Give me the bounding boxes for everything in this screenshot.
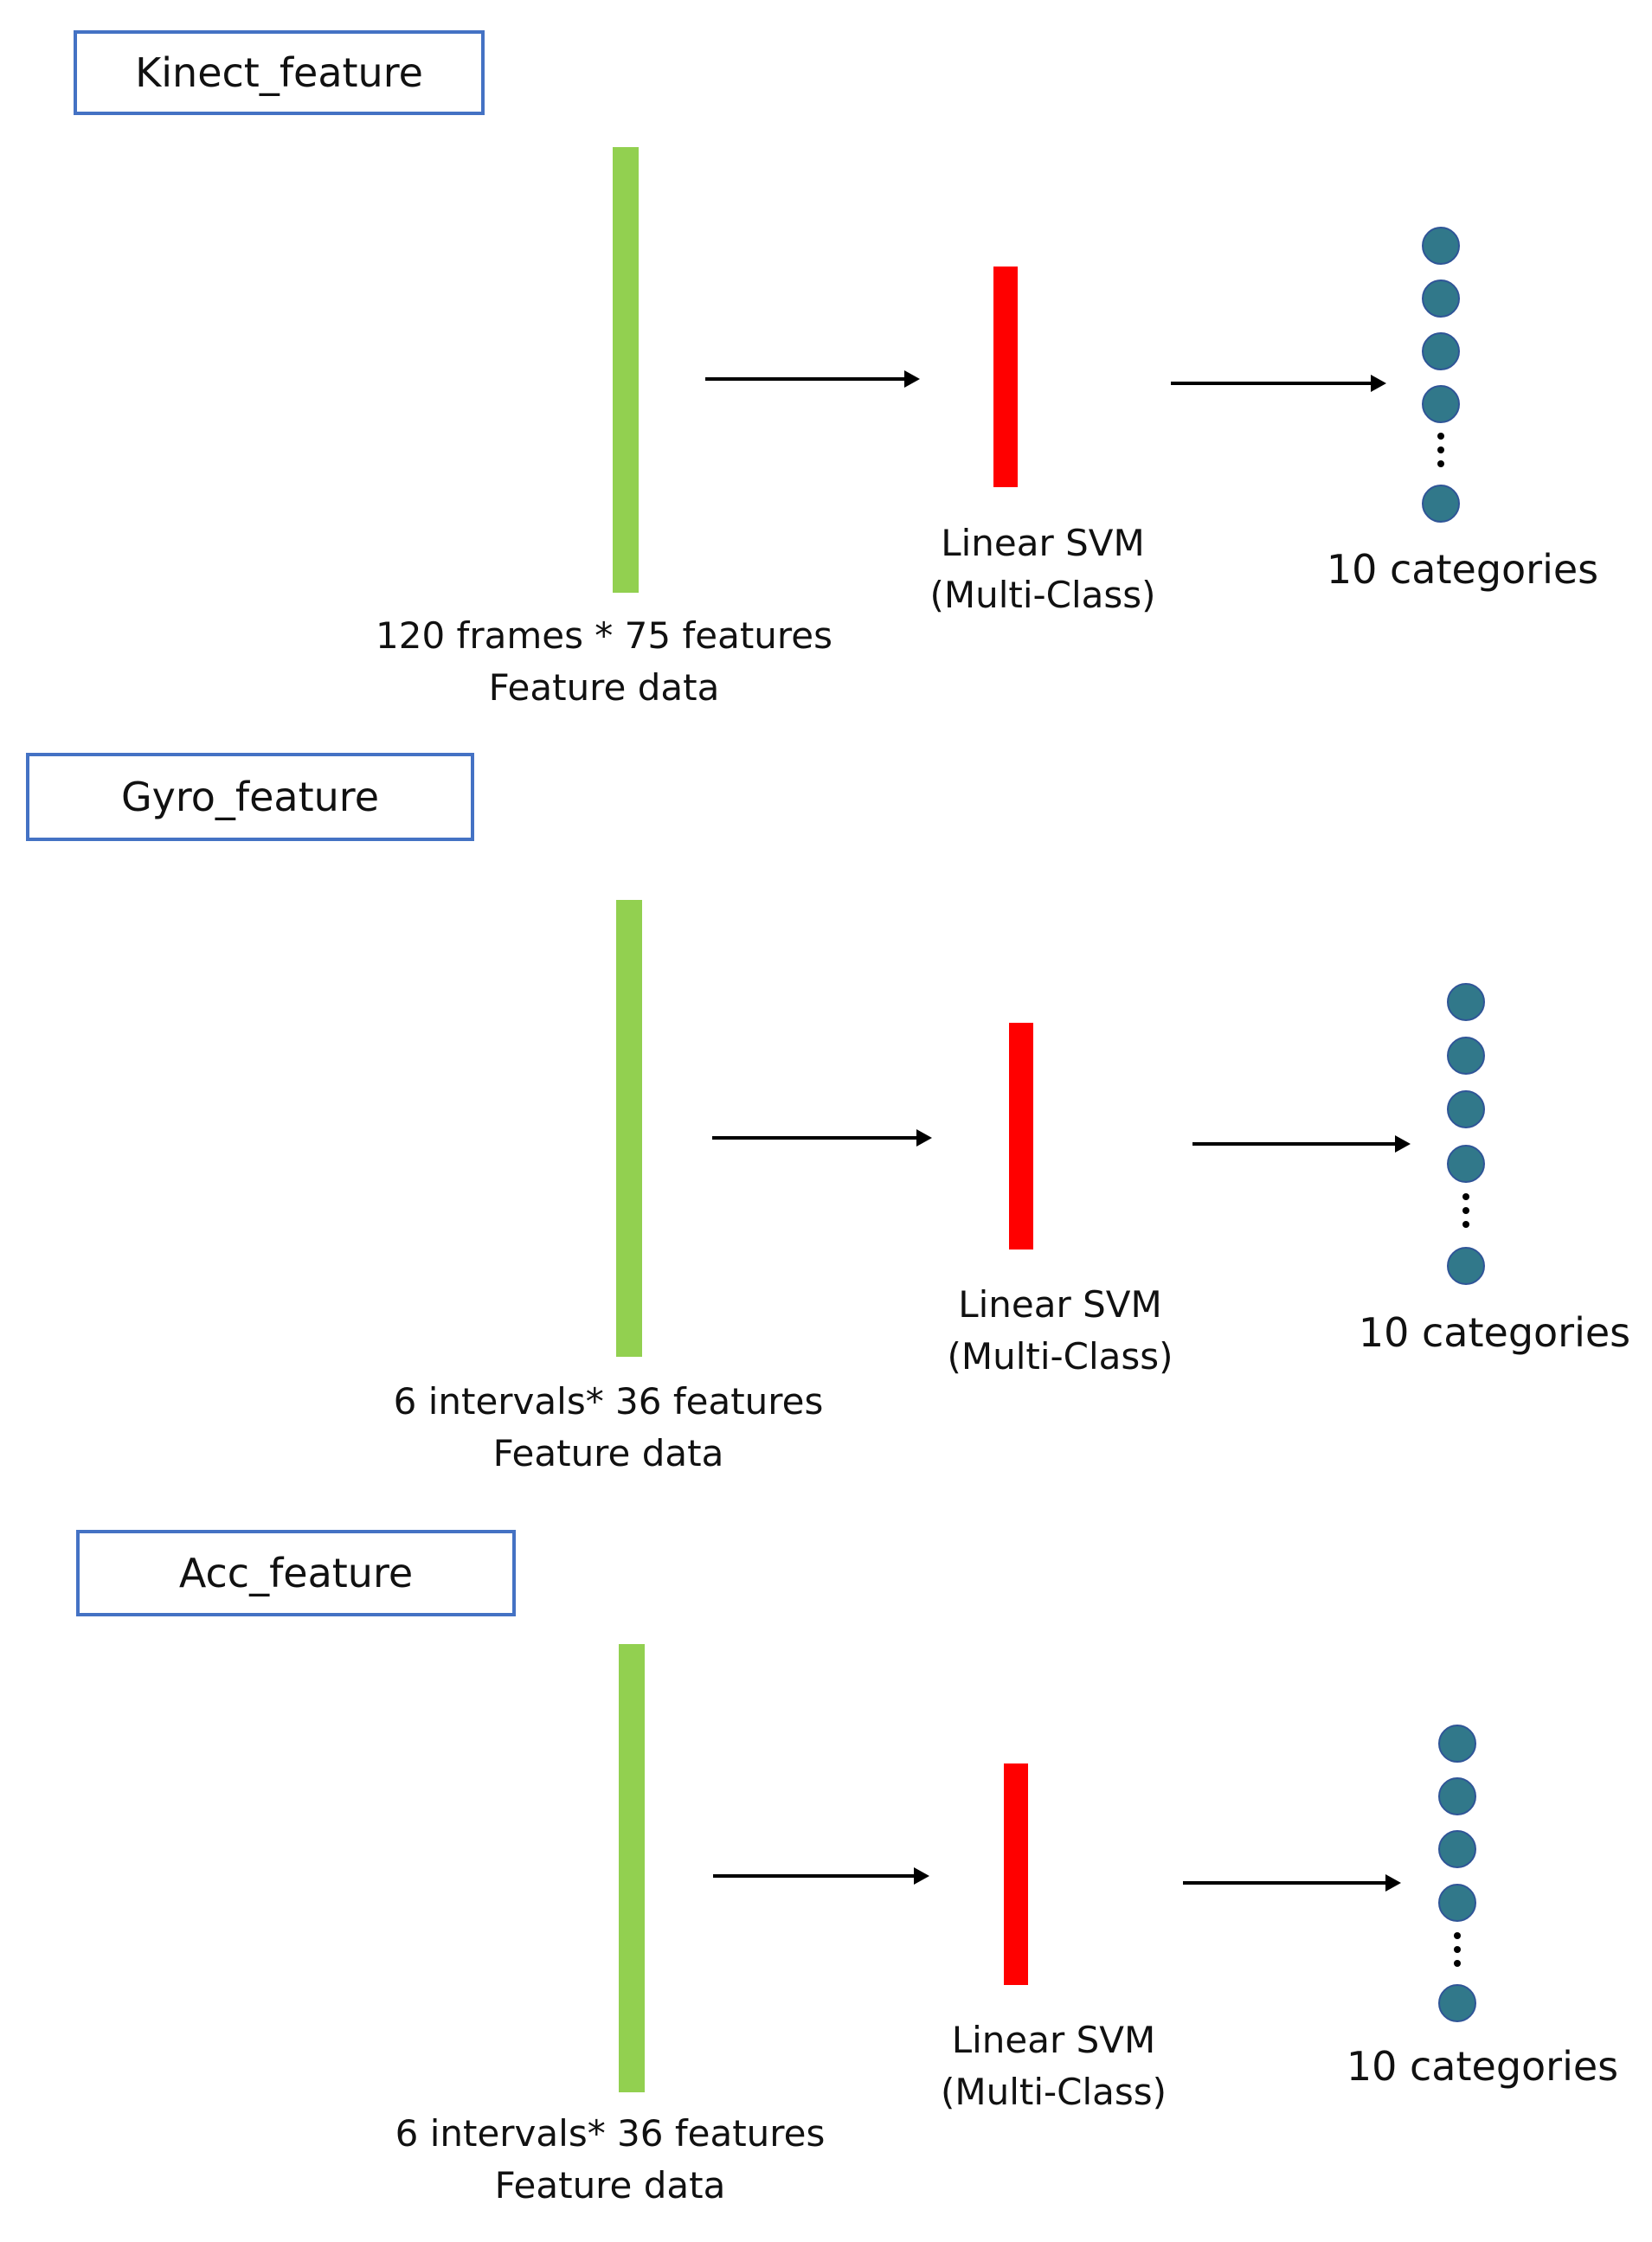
output-node-icon	[1447, 1145, 1485, 1183]
kinect-title-box: Kinect_feature	[74, 30, 485, 115]
gyro-arrow-svm-to-output	[1192, 1135, 1411, 1153]
acc-arrow-input-to-svm	[713, 1867, 929, 1885]
acc-input-label: 6 intervals* 36 features Feature data	[372, 2108, 848, 2212]
ellipsis-dot-icon	[1462, 1221, 1469, 1228]
output-node-icon	[1422, 227, 1460, 265]
acc-input-label-line-2: Feature data	[494, 2164, 726, 2207]
output-node-icon	[1422, 385, 1460, 423]
gyro-input-label-line-1: 6 intervals* 36 features	[393, 1380, 824, 1423]
gyro-input-label: 6 intervals* 36 features Feature data	[370, 1376, 846, 1480]
kinect-arrow-svm-to-output	[1171, 375, 1386, 392]
kinect-input-label-line-2: Feature data	[488, 666, 720, 709]
acc-svm-bar	[1004, 1763, 1028, 1985]
ellipsis-dot-icon	[1454, 1960, 1461, 1967]
gyro-output-label: 10 categories	[1352, 1307, 1637, 1359]
gyro-input-bar	[616, 900, 642, 1357]
gyro-input-label-line-2: Feature data	[492, 1432, 724, 1474]
acc-output-label: 10 categories	[1340, 2040, 1625, 2092]
kinect-panel: Kinect_feature 120 frames * 75 features …	[0, 0, 1652, 736]
ellipsis-dot-icon	[1437, 433, 1444, 440]
arrowhead-icon	[904, 370, 920, 388]
output-node-icon	[1438, 1777, 1476, 1815]
kinect-svm-bar	[993, 267, 1018, 487]
ellipsis-dot-icon	[1462, 1207, 1469, 1214]
acc-title-box: Acc_feature	[76, 1530, 516, 1616]
gyro-svm-bar	[1009, 1023, 1033, 1249]
acc-svm-label-line-2: (Multi-Class)	[940, 2071, 1167, 2113]
output-node-icon	[1422, 332, 1460, 370]
ellipsis-dot-icon	[1437, 460, 1444, 467]
output-node-icon	[1422, 485, 1460, 523]
ellipsis-dot-icon	[1462, 1193, 1469, 1200]
acc-title: Acc_feature	[178, 1550, 414, 1596]
gyro-title: Gyro_feature	[121, 774, 379, 820]
ellipsis-dot-icon	[1454, 1946, 1461, 1953]
acc-svm-label-line-1: Linear SVM	[951, 2019, 1156, 2061]
arrowhead-icon	[1395, 1135, 1411, 1153]
output-node-icon	[1422, 279, 1460, 318]
gyro-output-nodes	[1447, 983, 1485, 1294]
acc-arrow-svm-to-output	[1183, 1874, 1401, 1892]
gyro-arrow-input-to-svm	[712, 1129, 932, 1147]
output-node-icon	[1438, 1984, 1476, 2022]
arrowhead-icon	[914, 1867, 929, 1885]
gyro-output-label-text: 10 categories	[1358, 1309, 1631, 1356]
acc-input-label-line-1: 6 intervals* 36 features	[395, 2112, 826, 2155]
gyro-title-box: Gyro_feature	[26, 753, 474, 841]
arrowhead-icon	[1385, 1874, 1401, 1892]
kinect-output-label-text: 10 categories	[1326, 546, 1599, 593]
arrowhead-icon	[916, 1129, 932, 1147]
output-node-icon	[1438, 1884, 1476, 1922]
gyro-svm-label-line-2: (Multi-Class)	[947, 1335, 1173, 1378]
kinect-svm-label-line-2: (Multi-Class)	[929, 574, 1156, 616]
kinect-input-label-line-1: 120 frames * 75 features	[376, 614, 832, 657]
acc-input-bar	[619, 1644, 645, 2092]
kinect-input-label: 120 frames * 75 features Feature data	[366, 610, 842, 714]
arrowhead-icon	[1371, 375, 1386, 392]
kinect-title: Kinect_feature	[135, 49, 423, 96]
kinect-arrow-input-to-svm	[705, 370, 920, 388]
ellipsis-dot-icon	[1437, 446, 1444, 453]
kinect-output-label: 10 categories	[1324, 543, 1601, 595]
gyro-svm-label-line-1: Linear SVM	[958, 1283, 1162, 1326]
gyro-panel: Gyro_feature 6 intervals* 36 features Fe…	[0, 0, 1652, 1474]
output-node-icon	[1447, 983, 1485, 1021]
ellipsis-dot-icon	[1454, 1932, 1461, 1939]
kinect-input-bar	[613, 147, 639, 593]
gyro-svm-label: Linear SVM (Multi-Class)	[926, 1279, 1194, 1383]
acc-svm-label: Linear SVM (Multi-Class)	[922, 2014, 1186, 2118]
kinect-output-nodes	[1422, 227, 1460, 530]
kinect-svm-label: Linear SVM (Multi-Class)	[913, 517, 1173, 621]
acc-output-label-text: 10 categories	[1346, 2043, 1619, 2090]
output-node-icon	[1438, 1725, 1476, 1763]
output-node-icon	[1447, 1247, 1485, 1285]
output-node-icon	[1447, 1090, 1485, 1128]
kinect-svm-label-line-1: Linear SVM	[941, 522, 1145, 564]
output-node-icon	[1447, 1037, 1485, 1075]
acc-output-nodes	[1438, 1725, 1476, 2027]
output-node-icon	[1438, 1830, 1476, 1868]
